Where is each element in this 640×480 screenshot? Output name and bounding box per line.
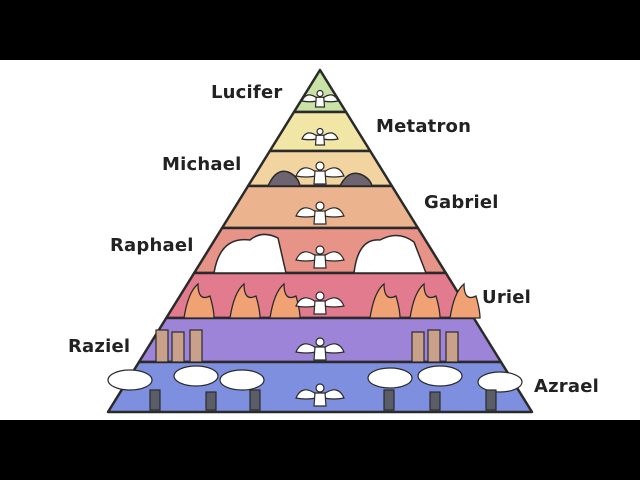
tier-label-michael: Michael	[162, 154, 242, 175]
pillar-decoration-1	[171, 331, 185, 363]
flame-decoration-2	[269, 282, 301, 319]
angel-figure-metatron	[301, 127, 339, 146]
flame-decoration-1	[229, 282, 261, 319]
letterbox-top	[0, 0, 640, 60]
tier-label-gabriel: Gabriel	[424, 192, 499, 213]
angel-figure-azrael	[295, 383, 345, 407]
pillar-decoration-3	[411, 331, 425, 363]
sky-cloud-decoration-3	[367, 367, 413, 389]
sky-cloud-decoration-4	[417, 365, 463, 387]
tier-label-azrael: Azrael	[534, 376, 600, 397]
cloud-left-decoration	[213, 233, 287, 274]
sky-cloud-decoration-2	[219, 369, 265, 391]
rock-left-decoration	[266, 170, 301, 187]
angel-figure-raphael	[295, 245, 345, 269]
sky-cloud-decoration-5	[477, 371, 523, 393]
letterbox-bottom	[0, 420, 640, 480]
pillar-decoration-5	[445, 331, 459, 363]
flame-decoration-5	[449, 282, 481, 319]
sky-cloud-decoration-0	[107, 369, 153, 391]
candle-decoration-0	[149, 389, 161, 411]
tier-label-raziel: Raziel	[68, 336, 131, 357]
angel-figure-michael	[295, 161, 345, 185]
cloud-right-decoration	[353, 234, 428, 274]
pillar-decoration-2	[189, 329, 203, 363]
pillar-decoration-0	[155, 329, 169, 363]
flame-decoration-0	[183, 282, 215, 319]
candle-decoration-1	[205, 391, 217, 411]
tier-label-uriel: Uriel	[482, 287, 532, 308]
angel-figure-lucifer	[301, 89, 339, 108]
angel-figure-gabriel	[295, 201, 345, 225]
angel-figure-uriel	[295, 291, 345, 315]
angel-hierarchy-pyramid: Lucifer Metatron Michael Gabriel Raphael…	[0, 60, 640, 420]
candle-decoration-4	[429, 391, 441, 411]
tier-label-lucifer: Lucifer	[211, 82, 283, 103]
sky-cloud-decoration-1	[173, 365, 219, 387]
candle-decoration-2	[249, 389, 261, 411]
pyramid-graphic	[106, 68, 534, 414]
flame-decoration-4	[409, 282, 441, 319]
angel-figure-raziel	[295, 337, 345, 361]
tier-label-metatron: Metatron	[376, 116, 472, 137]
pillar-decoration-4	[427, 329, 441, 363]
candle-decoration-3	[383, 389, 395, 411]
tier-label-raphael: Raphael	[110, 235, 194, 256]
rock-right-decoration	[338, 172, 373, 187]
flame-decoration-3	[369, 282, 401, 319]
candle-decoration-5	[485, 389, 497, 411]
